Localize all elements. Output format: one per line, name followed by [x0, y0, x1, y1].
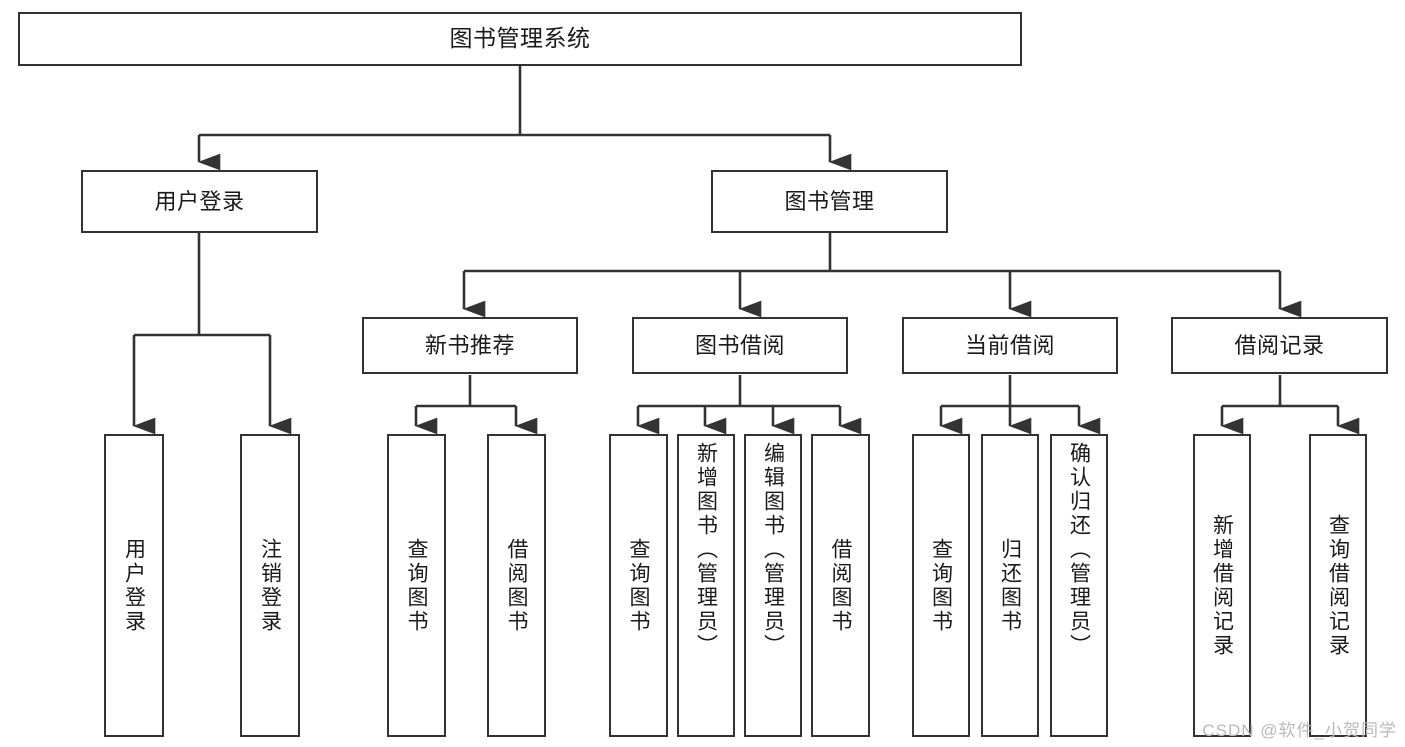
node-leaf-query-book-current[interactable]: 查询图书 — [912, 434, 970, 737]
node-current-borrow[interactable]: 当前借阅 — [902, 317, 1118, 374]
node-borrow-record[interactable]: 借阅记录 — [1171, 317, 1388, 374]
node-leaf-add-book-admin[interactable]: 新增图书（管理员） — [677, 434, 735, 737]
node-leaf-confirm-return-admin[interactable]: 确认归还（管理员） — [1050, 434, 1108, 737]
node-leaf-borrow-book-recommend-label: 借阅图书 — [505, 537, 528, 634]
node-new-book-recommend[interactable]: 新书推荐 — [362, 317, 578, 374]
node-leaf-edit-book-admin[interactable]: 编辑图书（管理员） — [744, 434, 802, 737]
node-leaf-borrow-book-recommend[interactable]: 借阅图书 — [487, 434, 546, 737]
node-root-system-label: 图书管理系统 — [449, 25, 591, 52]
node-leaf-query-book-current-label: 查询图书 — [929, 537, 953, 634]
node-new-book-recommend-label: 新书推荐 — [424, 332, 515, 358]
node-root-system[interactable]: 图书管理系统 — [18, 12, 1022, 66]
node-book-management[interactable]: 图书管理 — [711, 170, 948, 233]
node-book-borrow[interactable]: 图书借阅 — [632, 317, 848, 374]
node-leaf-query-borrow-record[interactable]: 查询借阅记录 — [1309, 434, 1367, 737]
node-user-login[interactable]: 用户登录 — [81, 170, 318, 233]
node-leaf-return-book-label: 归还图书 — [998, 537, 1022, 634]
node-leaf-logout-label: 注销登录 — [258, 537, 282, 634]
node-current-borrow-label: 当前借阅 — [964, 332, 1055, 358]
node-leaf-user-login-label: 用户登录 — [122, 537, 146, 634]
node-leaf-borrow-book-label: 借阅图书 — [829, 537, 852, 634]
node-leaf-borrow-book[interactable]: 借阅图书 — [811, 434, 870, 737]
node-leaf-user-login[interactable]: 用户登录 — [104, 434, 164, 737]
node-borrow-record-label: 借阅记录 — [1234, 332, 1325, 358]
node-user-login-label: 用户登录 — [154, 188, 245, 214]
node-leaf-add-book-admin-label: 新增图书（管理员） — [694, 442, 718, 658]
node-leaf-query-book-borrow-label: 查询图书 — [627, 537, 650, 634]
node-book-borrow-label: 图书借阅 — [694, 332, 785, 358]
node-book-management-label: 图书管理 — [784, 188, 875, 214]
node-leaf-query-book-borrow[interactable]: 查询图书 — [609, 434, 668, 737]
node-leaf-add-borrow-record[interactable]: 新增借阅记录 — [1193, 434, 1251, 737]
csdn-watermark: CSDN @软件_小贺同学 — [1202, 721, 1397, 740]
node-leaf-query-borrow-record-label: 查询借阅记录 — [1326, 513, 1350, 658]
node-leaf-logout[interactable]: 注销登录 — [240, 434, 300, 737]
node-leaf-return-book[interactable]: 归还图书 — [981, 434, 1039, 737]
node-leaf-edit-book-admin-label: 编辑图书（管理员） — [761, 442, 785, 658]
node-leaf-query-book-recommend-label: 查询图书 — [405, 537, 428, 634]
node-leaf-add-borrow-record-label: 新增借阅记录 — [1210, 513, 1234, 658]
node-leaf-query-book-recommend[interactable]: 查询图书 — [387, 434, 446, 737]
node-leaf-confirm-return-admin-label: 确认归还（管理员） — [1067, 442, 1091, 658]
